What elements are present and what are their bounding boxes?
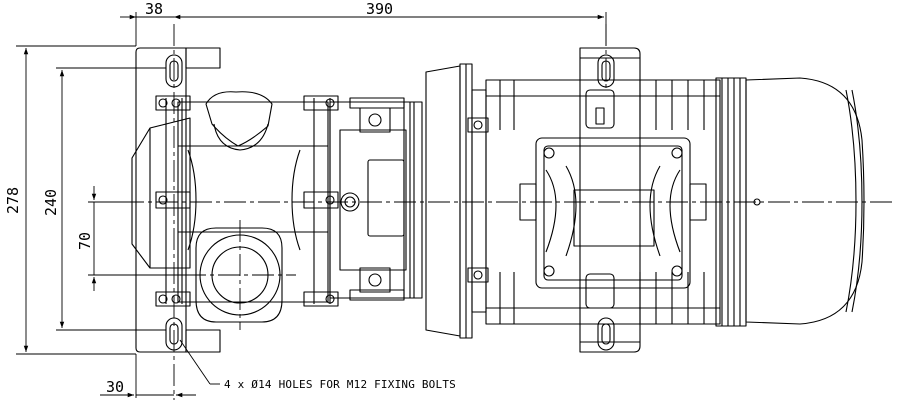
dim-label-30: 30 (106, 378, 124, 396)
pump-body (131, 91, 339, 307)
motor-flange (425, 63, 489, 339)
dim-label-38: 38 (145, 0, 163, 18)
base-plate-left (135, 47, 221, 353)
bearing-housing (329, 97, 423, 301)
dim-label-278: 278 (4, 187, 22, 214)
terminal-box (519, 137, 707, 289)
dim-label-240: 240 (42, 189, 60, 216)
holes-leader-line (179, 339, 211, 385)
holes-callout-note: 4 x Ø14 HOLES FOR M12 FIXING BOLTS (224, 378, 456, 391)
base-plate-right (579, 47, 641, 353)
dim-label-70: 70 (76, 232, 94, 250)
fixing-hole-bottom-right (597, 317, 615, 351)
dim-label-390: 390 (366, 0, 393, 18)
